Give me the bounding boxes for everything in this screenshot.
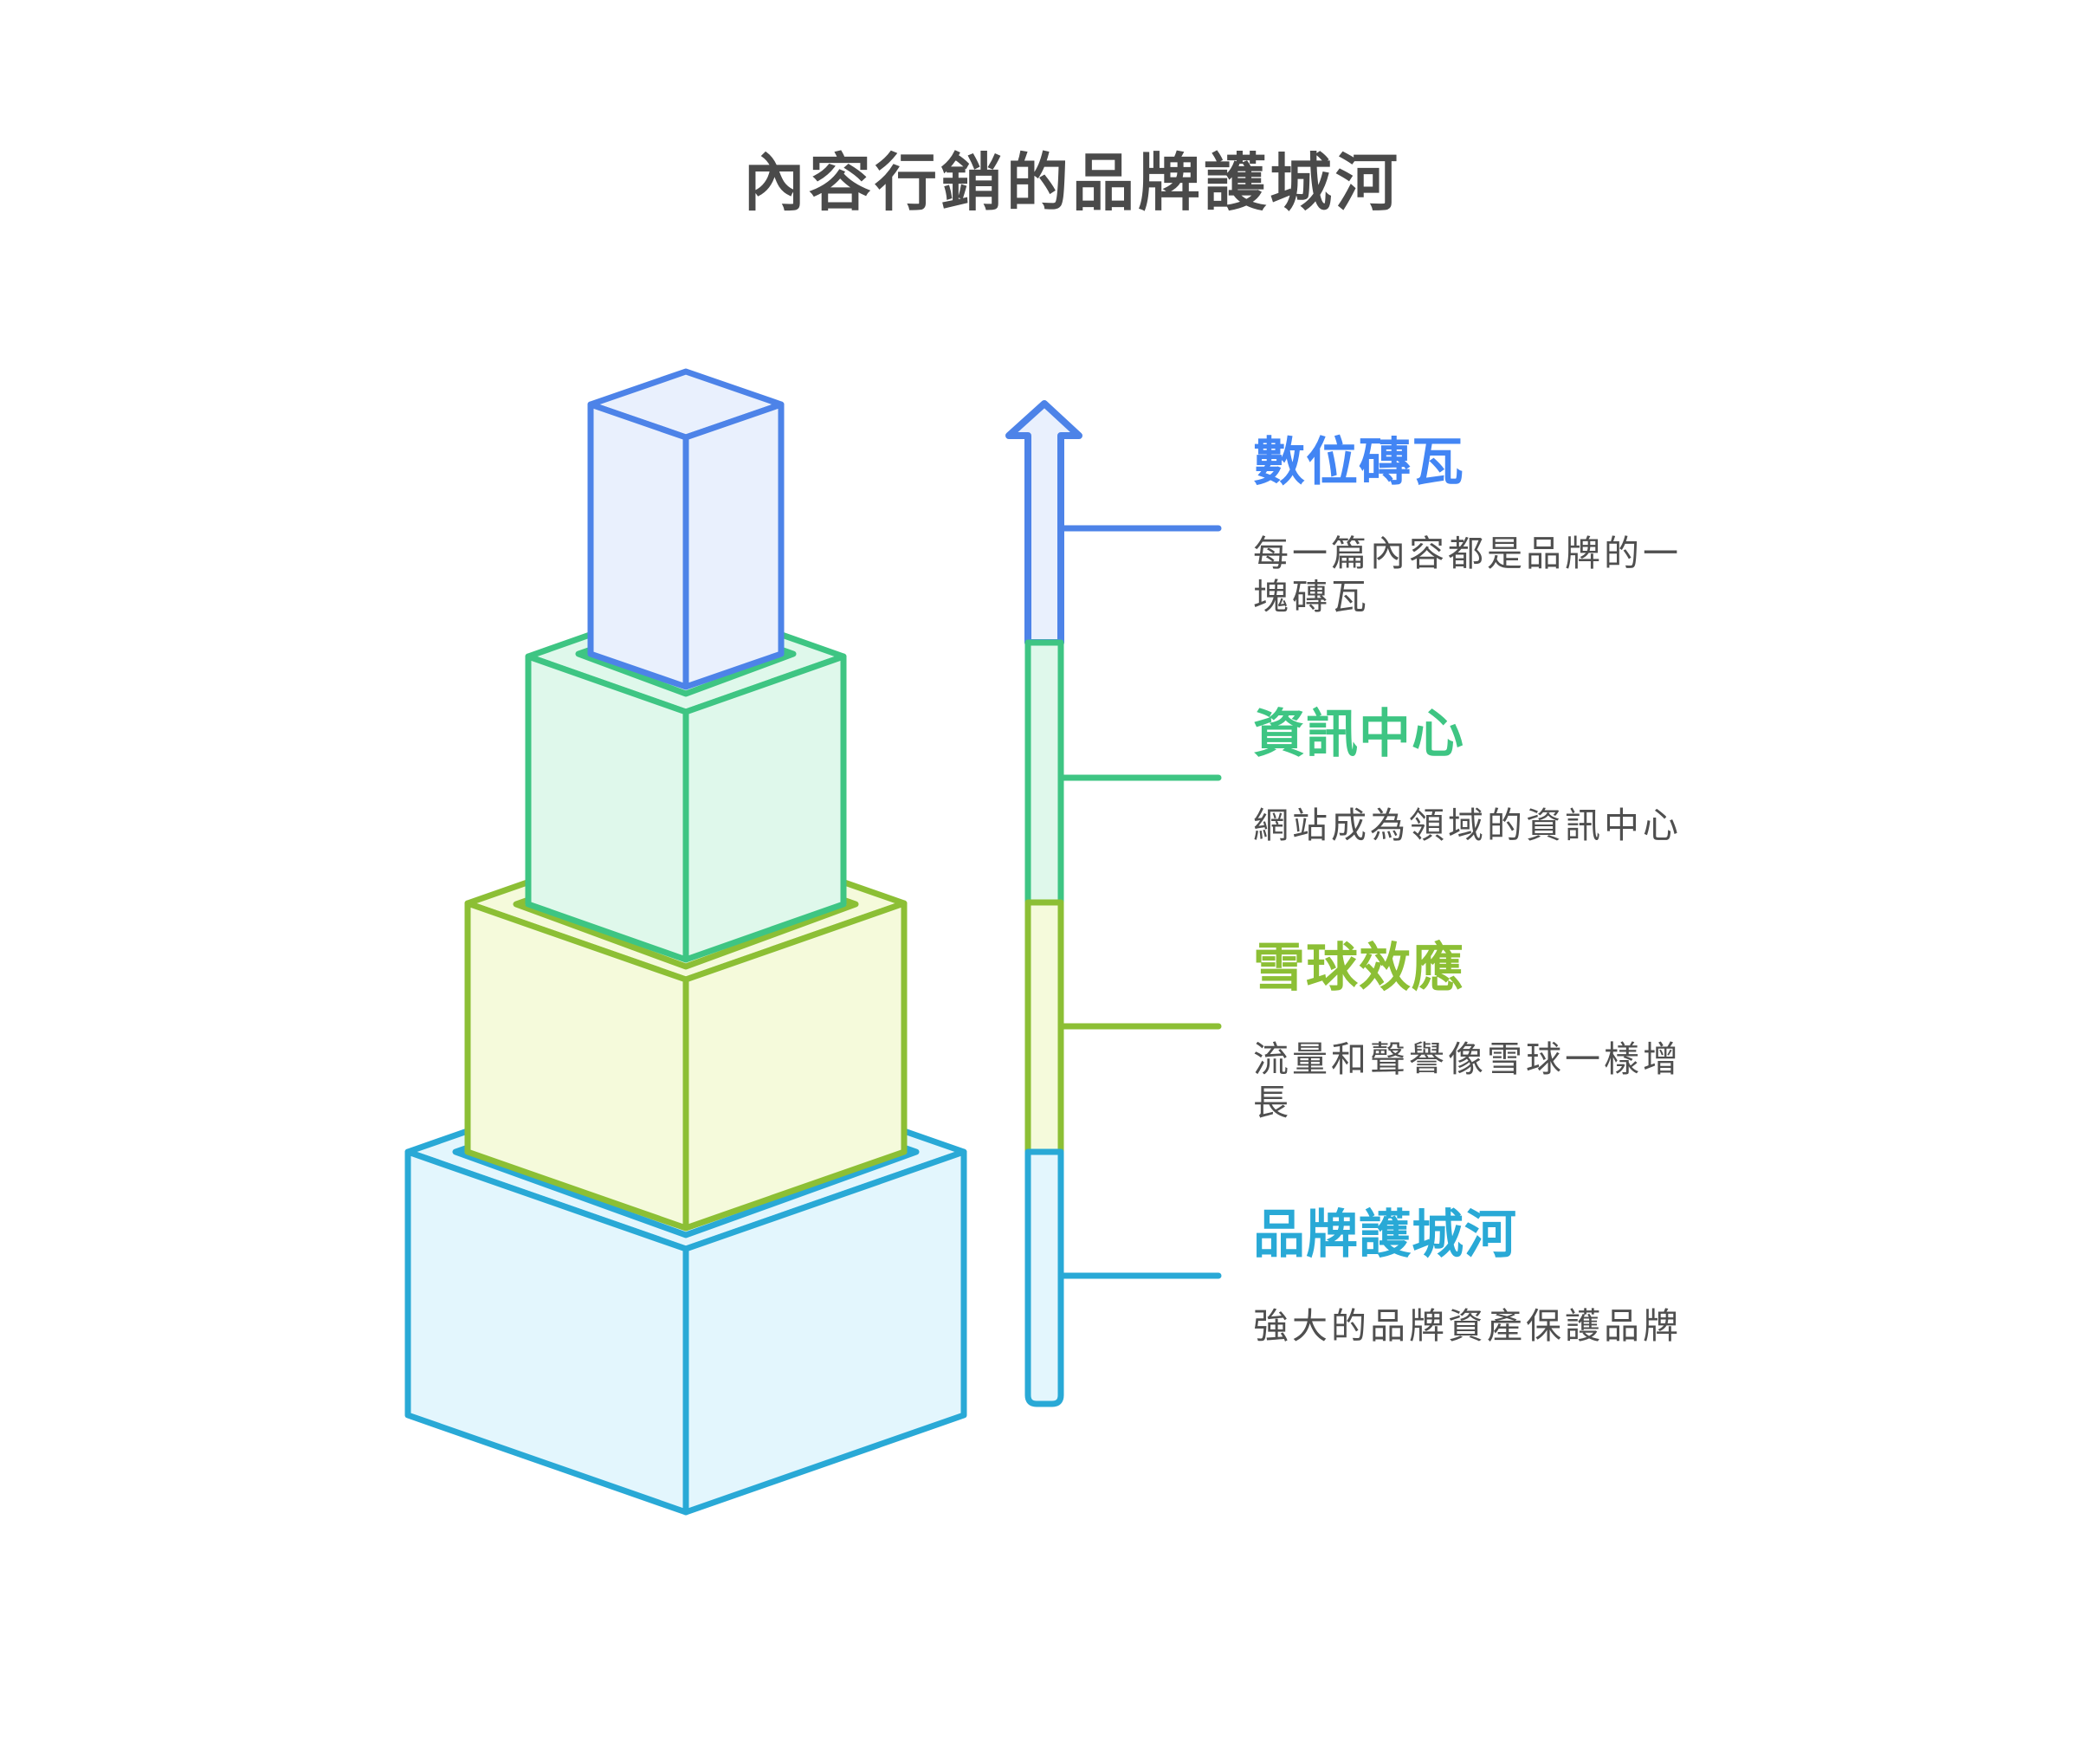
level-4-heading: 品牌護城河 [1253,1206,1517,1264]
level-4-description: 強大的品牌資產保護品牌 [1253,1306,1682,1346]
box-level-1-left-face [587,401,689,690]
page-title: 內容行銷的品牌護城河 [742,149,1402,218]
growth-arrow [1005,400,1082,1407]
arrow-segment-level-4 [1024,1148,1064,1407]
arrow-head-and-segment-level-1 [1005,400,1082,646]
arrow-segment-level-3 [1024,899,1064,1155]
level-2-heading: 資訊中心 [1253,705,1464,763]
box-level-2-left-face [525,653,689,963]
box-level-3-right-face [682,900,908,1232]
level-1-description: 每一篇內容都是品牌的一塊磚瓦 [1253,534,1682,617]
level-2-description: 網站成為領域的資訊中心 [1253,805,1682,845]
box-level-1-right-face [682,401,785,690]
level-1-heading: 數位磚瓦 [1253,433,1464,491]
box-level-1 [587,368,785,690]
level-label-group-4: 品牌護城河 強大的品牌資產保護品牌 [1253,1204,1703,1348]
box-level-2-right-face [682,653,847,963]
arrow-segment-level-2 [1024,639,1064,906]
level-label-group-2: 資訊中心 網站成為領域的資訊中心 [1253,703,1703,847]
box-level-4-right-face [682,1148,967,1516]
level-label-group-3: 雪球效應 流量和聲譽像雪球一樣增長 [1253,937,1703,1124]
tick-lines [1057,525,1222,1279]
level-label-group-1: 數位磚瓦 每一篇內容都是品牌的一塊磚瓦 [1253,431,1703,618]
level-3-description: 流量和聲譽像雪球一樣增長 [1253,1039,1682,1122]
level-3-heading: 雪球效應 [1253,939,1464,997]
